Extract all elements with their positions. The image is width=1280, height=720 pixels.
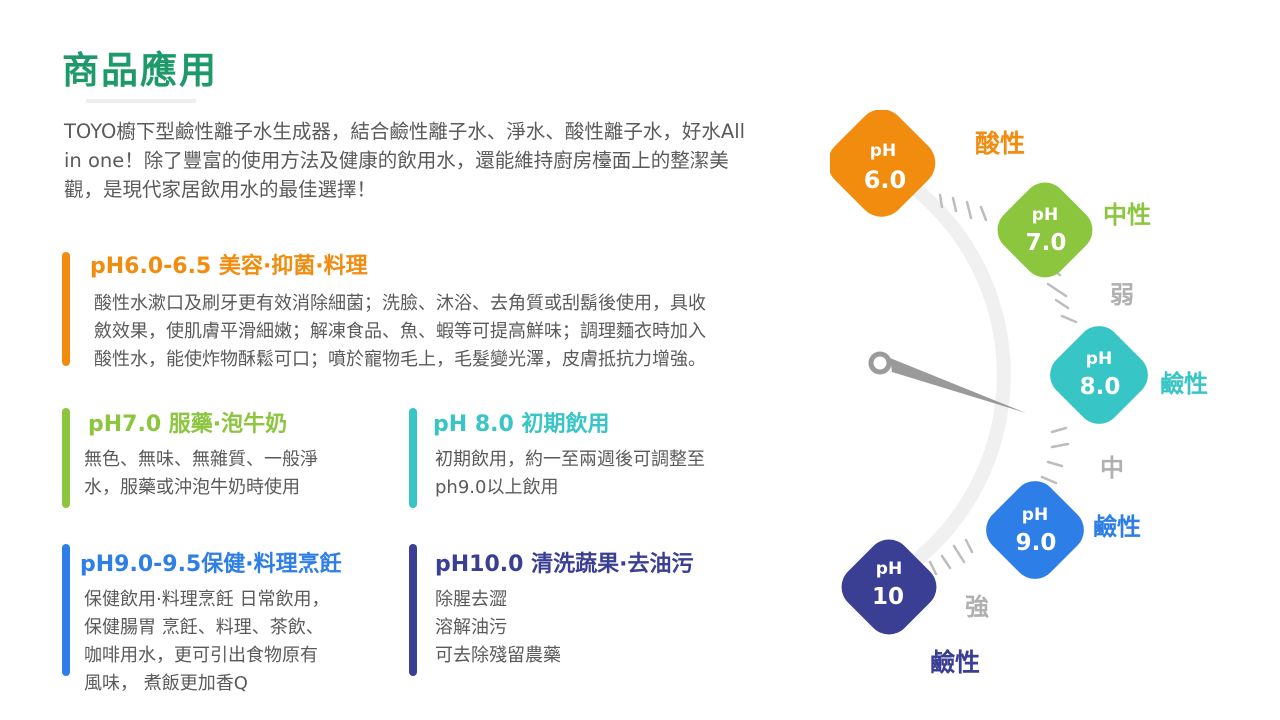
badge-ph7-name: 中性 [1103,201,1151,229]
section-ph8-line: 初期飲用，約一至兩週後可調整至 [435,449,705,470]
badge-ph7-label: pH [1032,205,1058,225]
badge-ph8-value: 8.0 [1080,374,1121,400]
ph-gauge: pH 6.0 酸性 pH 7.0 中性 弱 pH 8.0 鹼性 中 pH 9.0… [830,110,1208,677]
badge-ph6-value: 6.0 [864,166,907,194]
section-ph8-line: ph9.0以上飲用 [435,477,559,498]
badge-ph10-label: pH [876,559,902,579]
strength-label-weak: 弱 [1110,281,1134,309]
section-ph6-title: pH6.0-6.5 美容·抑菌·料理 [90,254,368,279]
section-ph9-title: pH9.0-9.5保健·料理烹飪 [80,552,342,577]
section-ph10-line: 可去除殘留農藥 [435,645,561,666]
section-ph9-bar [62,544,70,676]
section-ph7-bar [62,408,70,508]
section-ph6-line: 酸性水，能使炸物酥鬆可口；噴於寵物毛上，毛髮變光澤，皮膚抵抗力增強。 [94,349,706,370]
badge-ph9-value: 9.0 [1016,530,1057,556]
section-ph7-line: 水，服藥或沖泡牛奶時使用 [84,477,300,498]
section-ph10-line: 除腥去澀 [435,589,507,610]
section-ph7-body: 無色、無味、無雜質、一般淨 水，服藥或沖泡牛奶時使用 [84,446,384,502]
section-ph8: pH 8.0 初期飲用 初期飲用，約一至兩週後可調整至 ph9.0以上飲用 [409,406,789,510]
section-ph9: pH9.0-9.5保健·料理烹飪 保健飲用·料理烹飪 日常飲用， 保健腸胃 烹飪… [62,544,402,694]
badge-ph6-label: pH [870,141,896,161]
badge-ph7: pH 7.0 [997,182,1093,278]
section-ph10-bar [409,544,417,676]
title-underline [86,99,196,103]
gauge-arc [876,158,1011,592]
section-ph9-line: 保健飲用·料理烹飪 日常飲用， [84,589,330,610]
badge-ph10-value: 10 [872,584,904,610]
strength-label-strong: 強 [965,593,989,621]
section-ph8-title: pH 8.0 初期飲用 [433,412,610,437]
strength-label-medium: 中 [1100,454,1124,482]
section-ph6-body: 酸性水漱口及刷牙更有效消除細菌；洗臉、沐浴、去角質或刮鬍後使用，具收 斂效果，使… [94,290,834,374]
badge-ph6-name: 酸性 [975,129,1025,158]
badge-ph9-name: 鹼性 [1093,513,1141,541]
section-ph10-body: 除腥去澀 溶解油污 可去除殘留農藥 [435,586,775,670]
badge-ph7-value: 7.0 [1026,230,1067,256]
intro-paragraph: TOYO櫥下型鹼性離子水生成器，結合鹼性離子水、淨水、酸性離子水，好水All i… [64,120,746,201]
badge-ph9-label: pH [1022,505,1048,525]
page-title: 商品應用 [62,49,218,92]
section-ph10-title: pH10.0 清洗蔬果·去油污 [435,552,694,577]
badge-ph8-name: 鹼性 [1160,370,1208,398]
badge-ph10: pH 10 [841,539,937,635]
section-ph9-line: 保健腸胃 烹飪、料理、茶飲、 [84,617,324,638]
badge-ph8: pH 8.0 [1050,326,1148,424]
section-ph6-bar [62,252,70,366]
section-ph6: pH6.0-6.5 美容·抑菌·料理 酸性水漱口及刷牙更有效消除細菌；洗臉、沐浴… [62,248,822,370]
section-ph7-line: 無色、無味、無雜質、一般淨 [84,449,318,470]
badge-ph10-name: 鹼性 [930,648,980,677]
section-ph6-line: 酸性水漱口及刷牙更有效消除細菌；洗臉、沐浴、去角質或刮鬍後使用，具收 [94,293,706,314]
badge-ph6: pH 6.0 [830,110,936,217]
gauge-needle [868,351,1026,413]
section-ph9-body: 保健飲用·料理烹飪 日常飲用， 保健腸胃 烹飪、料理、茶飲、 咖啡用水，更可引出… [84,586,394,698]
badge-ph8-label: pH [1086,349,1112,369]
badge-ph9: pH 9.0 [986,481,1084,579]
section-ph9-line: 風味， 煮飯更加香Q [84,673,248,694]
section-ph7-title: pH7.0 服藥·泡牛奶 [88,412,288,437]
section-ph9-line: 咖啡用水，更可引出食物原有 [84,645,318,666]
section-ph10-line: 溶解油污 [435,617,507,638]
section-ph8-bar [409,408,417,508]
section-ph8-body: 初期飲用，約一至兩週後可調整至 ph9.0以上飲用 [435,446,785,502]
section-ph10: pH10.0 清洗蔬果·去油污 除腥去澀 溶解油污 可去除殘留農藥 [409,544,789,684]
section-ph6-line: 斂效果，使肌膚平滑細嫩；解凍食品、魚、蝦等可提高鮮味；調理麵衣時加入 [94,321,706,342]
section-ph7: pH7.0 服藥·泡牛奶 無色、無味、無雜質、一般淨 水，服藥或沖泡牛奶時使用 [62,406,392,510]
